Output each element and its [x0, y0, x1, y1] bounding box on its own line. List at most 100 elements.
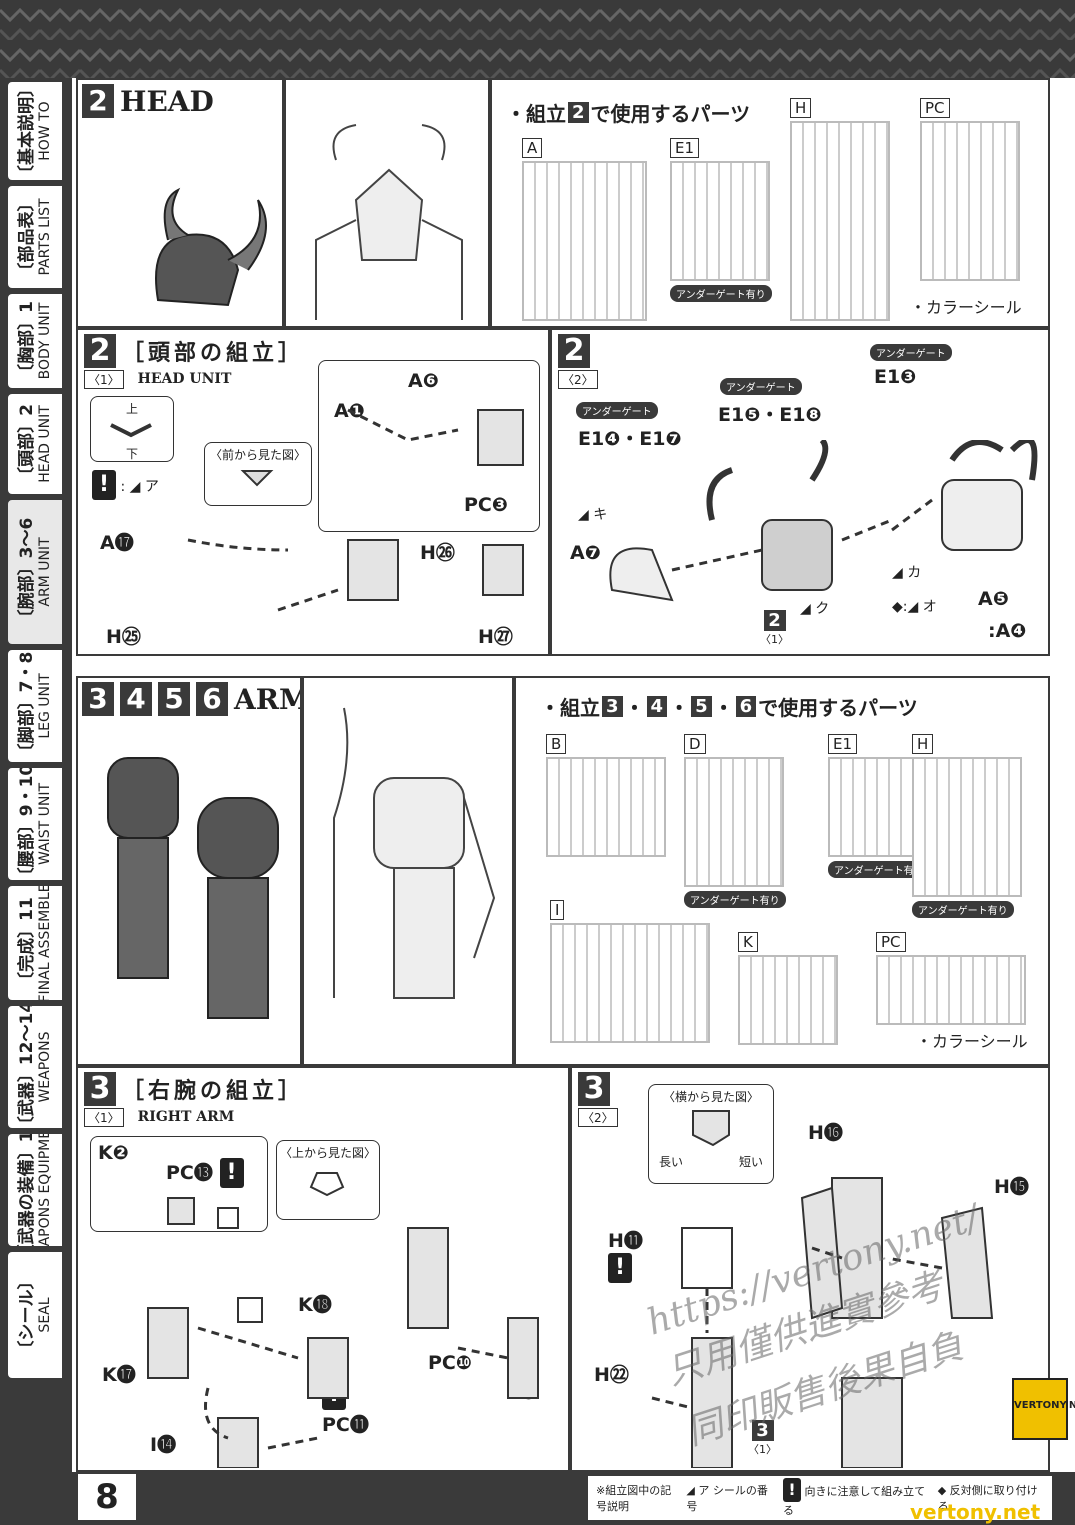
arm-step1-jp: ［右腕の組立］	[122, 1078, 305, 1104]
orientation-down: 下	[125, 447, 138, 461]
sidebar-tab-jp: 〔腕部〕3〜6	[17, 517, 37, 627]
head-step1-en: HEAD UNIT	[137, 370, 232, 387]
ref-num: 2	[763, 610, 786, 631]
arm-step2-panel: 3 〈2〉 〈横から見た図〉 長い 短い H⓰ H⓯ H⓫! H㉒ 3 〈1〉	[570, 1066, 1050, 1472]
callout-h22: H㉒	[594, 1364, 629, 1386]
head-runner-a: A	[522, 138, 647, 321]
arm-step2-label: 3 〈2〉	[578, 1072, 618, 1127]
head-runner-e1-label: E1	[670, 138, 700, 158]
head-step2-ref: 2 〈1〉	[760, 610, 789, 647]
sidebar-tab[interactable]: 〔基本説明〕HOW TO	[6, 80, 64, 182]
sidebar-tab-en: WEAPONS EQUIPMENT	[37, 1132, 53, 1248]
top-view-box: 〈上から見た図〉	[276, 1140, 380, 1220]
callout-e1-5-8: E1❺・E1❽	[718, 404, 822, 426]
corner-watermark: vertony.net	[910, 1500, 1041, 1524]
arm-undergate-d: アンダーゲート有り	[684, 891, 786, 908]
sidebar-tab[interactable]: 〔部品表〕PARTS LIST	[6, 184, 64, 290]
orientation-box: 上 下	[90, 396, 174, 462]
head-parts-title: ・組立 2 で使用するパーツ	[506, 98, 750, 127]
arm-num-5: 5	[158, 682, 190, 716]
arm-step2-num: 3	[578, 1072, 610, 1106]
callout-h15: H⓯	[994, 1176, 1029, 1198]
side-view-long: 長い	[659, 1155, 684, 1169]
seal-o: ◆:◢ オ	[892, 599, 937, 615]
head-runner-e1: E1 アンダーゲート有り	[670, 138, 772, 302]
sidebar-tab-en: WAIST UNIT	[37, 782, 53, 866]
callout-h27: H㉗	[478, 626, 513, 648]
undergate-badge-2: アンダーゲート	[720, 378, 802, 395]
arm-section-title-text: ARM	[234, 682, 300, 716]
arm-step2-sub: 〈2〉	[578, 1108, 618, 1127]
sidebar-tab-en: HEAD UNIT	[37, 405, 53, 483]
head-step1-panel: 2 ［頭部の組立］ 〈1〉 HEAD UNIT 上 下 ! : ◢ ア 〈前から…	[76, 328, 550, 656]
arm-lineart-panel	[302, 676, 514, 1066]
head-runner-h: H	[790, 98, 890, 321]
head-parts-suffix: で使用するパーツ	[590, 102, 751, 126]
vertony-logo-text: VERTONY.NET	[1014, 1400, 1075, 1411]
sidebar-tab-jp: 〔脚部〕7・8	[17, 651, 37, 761]
callout-e1-3: E1❸	[874, 366, 917, 388]
arm-runner-e1-label: E1	[828, 734, 858, 754]
legend-orientation-text: 向きに注意して組み立てる	[782, 1485, 926, 1517]
sidebar-tab-en: BODY UNIT	[37, 302, 53, 380]
arm-runner-k: K	[738, 932, 838, 1045]
head-parts-prefix: ・組立	[506, 102, 566, 126]
head-step1-label: 2 ［頭部の組立］ 〈1〉 HEAD UNIT	[84, 334, 304, 389]
head-step1-diagram	[187, 408, 524, 612]
arm-parts-num-4: 4	[646, 696, 668, 717]
front-view-title: 〈前から見た図〉	[209, 448, 306, 462]
legend-warning-icon: !	[782, 1478, 801, 1502]
head-parts-num: 2	[568, 102, 589, 123]
arm-num-4: 4	[120, 682, 152, 716]
sidebar-tab-en: HOW TO	[37, 101, 53, 161]
side-view-title: 〈横から見た図〉	[662, 1090, 759, 1104]
callout-h26: H㉖	[420, 542, 455, 564]
top-view-title: 〈上から見た図〉	[279, 1146, 376, 1160]
legend-mirror: ◆ 反対側に取り付ける	[937, 1484, 1038, 1513]
sidebar-tab[interactable]: 〔シール〕SEAL	[6, 1250, 64, 1380]
callout-h11: H⓫!	[608, 1226, 643, 1283]
seal-o-text: オ	[922, 599, 937, 615]
head-title-panel: 2 HEAD	[76, 78, 284, 328]
head-undergate-badge: アンダーゲート有り	[670, 285, 772, 302]
arm-parts-panel: ・組立 3・ 4・ 5・ 6 で使用するパーツ B D アンダーゲート有り E1…	[514, 676, 1050, 1066]
arm-color-seal: ・カラーシール	[916, 1032, 1028, 1051]
callout-h25: H㉕	[106, 626, 141, 648]
head-parts-panel: ・組立 2 で使用するパーツ A E1 アンダーゲート有り H PC ・カラーシ…	[490, 78, 1050, 328]
arm-title-panel: 3 4 5 6 ARM	[76, 676, 302, 1066]
head-section-title-text: HEAD	[120, 84, 214, 118]
vertony-logo: VERTONY.NET	[1012, 1378, 1075, 1440]
orientation-up: 上	[125, 402, 138, 416]
arm-step1-sub: 〈1〉	[84, 1108, 124, 1127]
arm-runner-h: H アンダーゲート有り	[912, 734, 1022, 918]
arm-section-title: 3 4 5 6 ARM	[82, 682, 300, 716]
sidebar-tab-en: WEAPONS	[37, 1031, 53, 1103]
seal-ki-text: キ	[593, 507, 608, 523]
sidebar-tab-en: FINAL ASSEMBLE	[37, 884, 53, 1002]
seal-ka: ◢ カ	[892, 565, 922, 581]
side-view-box: 〈横から見た図〉 長い 短い	[648, 1084, 774, 1184]
warning-icon-h11: !	[608, 1253, 632, 1283]
orientation-part-icon	[110, 423, 152, 438]
head-step2-panel: 2 〈2〉 アンダーゲート アンダーゲート アンダーゲート E1❹・E1❼ E1…	[550, 328, 1050, 656]
seal-ku: ◢ ク	[800, 601, 830, 617]
arm-parts-num-6: 6	[735, 696, 757, 717]
head-step1-sub: 〈1〉	[84, 370, 124, 389]
head-lineart-panel	[284, 78, 490, 328]
legend-seal-mark: ア	[698, 1484, 710, 1497]
callout-pc10: PC❿	[428, 1352, 472, 1374]
arm-undergate-e1: アンダーゲート有り	[828, 861, 930, 878]
legend-seal-text: シールの番号	[686, 1484, 768, 1513]
